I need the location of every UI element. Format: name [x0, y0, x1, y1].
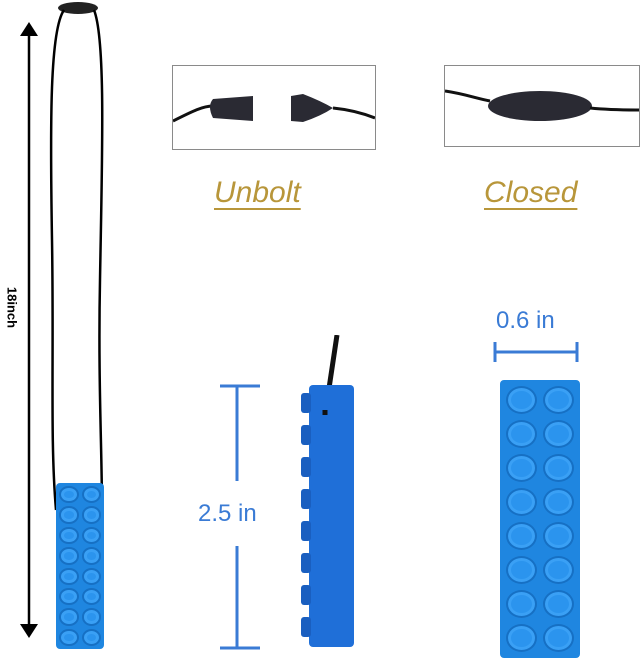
length-label: 18inch	[4, 286, 20, 329]
height-label: 2.5 in	[198, 500, 257, 527]
closed-caption: Closed	[484, 176, 578, 209]
clasp-closed-photo	[444, 65, 640, 147]
pendant-side-view	[301, 335, 354, 647]
width-label: 0.6 in	[496, 307, 555, 334]
necklace-cord	[49, 2, 104, 511]
unbolt-caption: Unbolt	[214, 176, 301, 209]
pendant-front-view	[500, 380, 580, 658]
width-dimension-line	[493, 342, 579, 362]
clasp-unbolt-photo	[172, 65, 376, 150]
necklace-pendant	[56, 483, 104, 649]
height-dimension-line	[220, 384, 260, 650]
length-arrow	[20, 22, 38, 638]
